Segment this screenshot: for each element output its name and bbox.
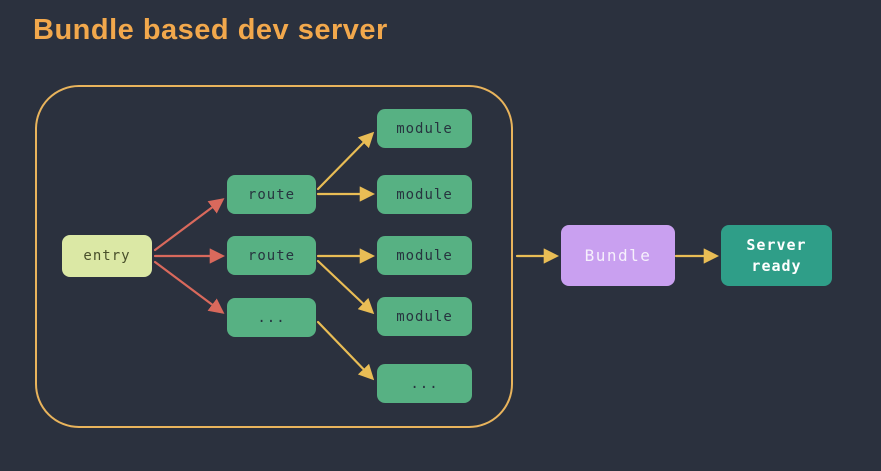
bundler-graph-container (35, 85, 513, 428)
route-node-2: route (227, 236, 316, 275)
module-node-2: module (377, 175, 472, 214)
module-ellipsis-node: ... (377, 364, 472, 403)
route-ellipsis-node: ... (227, 298, 316, 337)
server-ready-node: Server ready (721, 225, 832, 286)
page-title: Bundle based dev server (33, 14, 388, 46)
bundle-node: Bundle (561, 225, 675, 286)
module-node-4: module (377, 297, 472, 336)
module-node-3: module (377, 236, 472, 275)
entry-node: entry (62, 235, 152, 277)
route-node-1: route (227, 175, 316, 214)
module-node-1: module (377, 109, 472, 148)
